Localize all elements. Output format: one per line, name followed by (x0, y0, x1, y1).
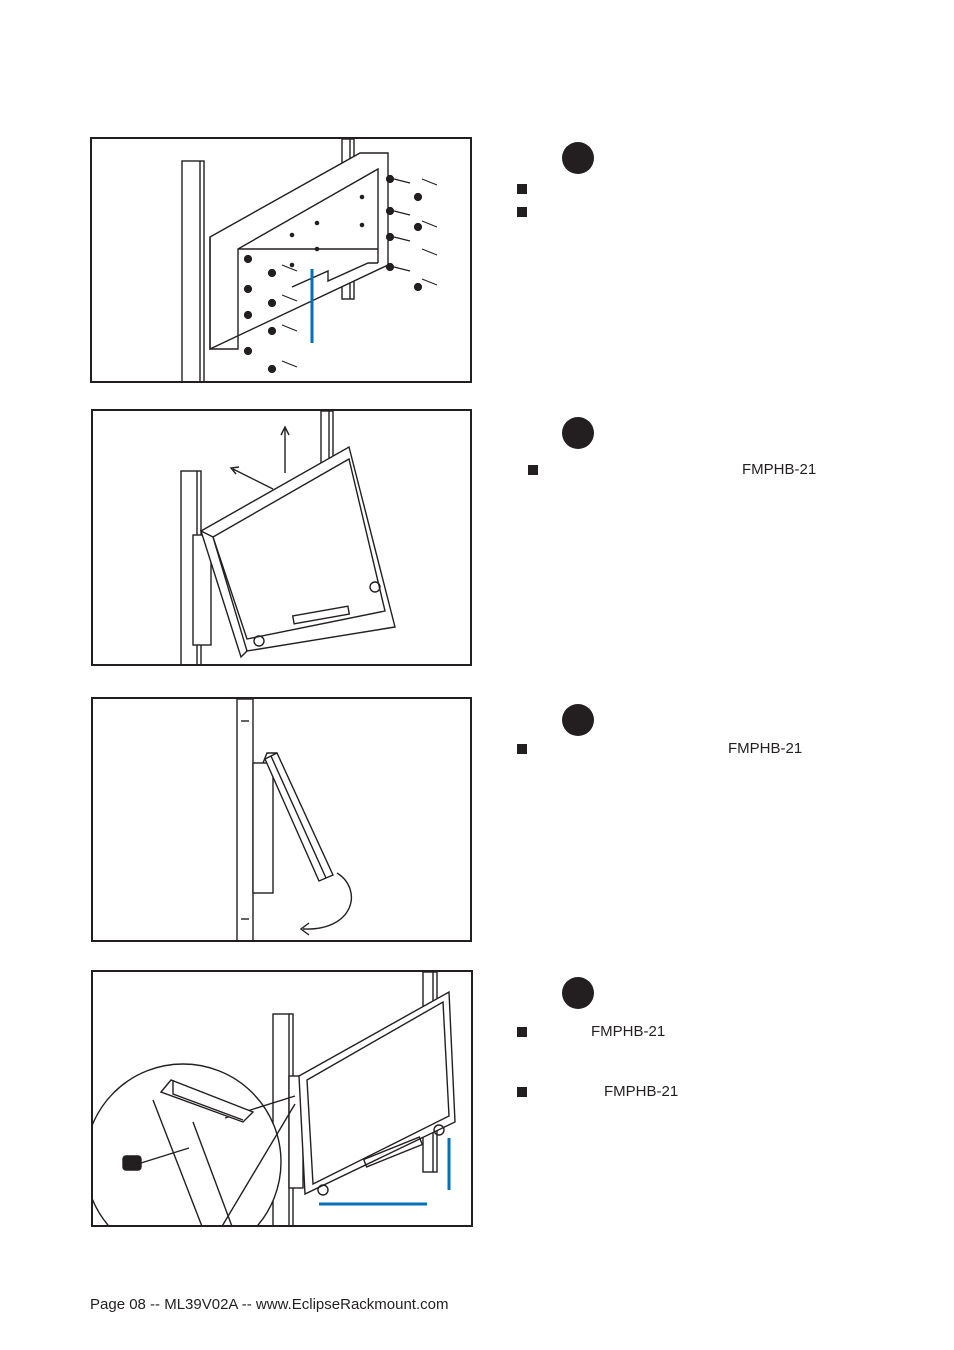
bullet-square-icon (517, 1027, 527, 1037)
page-footer: Page 08 -- ML39V02A -- www.EclipseRackmo… (90, 1296, 449, 1313)
figure-panel-2 (91, 409, 472, 666)
step-number-marker (562, 977, 594, 1009)
bullet-square-icon (528, 465, 538, 475)
bullet-square-icon (517, 184, 527, 194)
model-label: FMPHB-21 (591, 1023, 666, 1040)
model-label: FMPHB-21 (742, 461, 817, 478)
model-label: FMPHB-21 (728, 740, 803, 757)
bullet-square-icon (517, 744, 527, 754)
model-label: FMPHB-21 (604, 1083, 679, 1100)
monitor-tilt-side-view-illustration (236, 699, 352, 940)
bullet-square-icon (517, 1087, 527, 1097)
figure-panel-1 (90, 137, 472, 383)
step-number-marker (562, 142, 594, 174)
bullet-square-icon (517, 207, 527, 217)
monitor-installed-detail-illustration (93, 972, 456, 1225)
monitor-hanging-illustration (180, 411, 396, 664)
figure-panel-3 (91, 697, 472, 942)
step-number-marker (562, 704, 594, 736)
step-number-marker (562, 417, 594, 449)
figure-panel-4 (91, 970, 473, 1227)
bracket-mounting-illustration (181, 139, 438, 381)
